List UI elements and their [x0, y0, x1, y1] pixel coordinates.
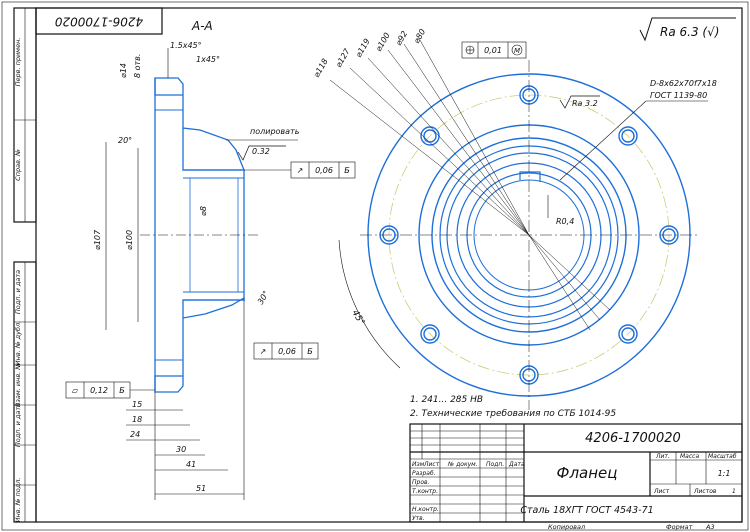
- svg-text:Масштаб: Масштаб: [708, 453, 737, 460]
- side-label-5: Взам. инв. №: [14, 363, 22, 407]
- dim-d8: ⌀8: [199, 206, 208, 216]
- svg-text:⌀119: ⌀119: [354, 37, 372, 59]
- svg-text:18: 18: [132, 415, 142, 424]
- svg-text:⌀92: ⌀92: [394, 30, 409, 47]
- dim-chamfer2: 1x45°: [196, 55, 220, 64]
- svg-text:Разраб.: Разраб.: [412, 470, 436, 477]
- ra32: Ra 3.2: [572, 99, 598, 108]
- svg-text:0,06: 0,06: [278, 347, 296, 356]
- svg-text:Т.контр.: Т.контр.: [412, 488, 438, 495]
- side-label-2: Справ. №: [14, 149, 22, 181]
- svg-text:Б: Б: [119, 386, 125, 395]
- spline-std: ГОСТ 1139-80: [650, 91, 707, 100]
- note-2: 2. Технические требования по СТБ 1014-95: [410, 409, 616, 419]
- svg-text:⌀118: ⌀118: [312, 57, 330, 79]
- note-1: 1. 241... 285 HB: [410, 395, 483, 405]
- svg-text:↗: ↗: [260, 347, 267, 356]
- r04: R0,4: [556, 217, 574, 226]
- dim-angle20: 20°: [118, 136, 132, 145]
- svg-text:Б: Б: [344, 166, 350, 175]
- svg-text:0,12: 0,12: [90, 386, 108, 395]
- svg-text:Дата: Дата: [508, 461, 525, 468]
- svg-text:Подп.: Подп.: [486, 461, 504, 468]
- svg-text:⌀80: ⌀80: [412, 28, 427, 45]
- position-tolerance: 0,01 M: [461, 41, 527, 59]
- svg-text:Пров.: Пров.: [412, 479, 430, 486]
- side-label-1: Перв. примен.: [14, 38, 22, 87]
- side-label-4: Инв. № дубл.: [14, 321, 22, 365]
- polish-note: полировать: [250, 127, 300, 136]
- side-label-3: Подп. и дата: [14, 270, 22, 314]
- svg-text:Утв.: Утв.: [412, 515, 425, 522]
- angle45: 45°: [349, 309, 366, 328]
- svg-text:24: 24: [130, 430, 140, 439]
- svg-text:41: 41: [186, 460, 196, 469]
- dim-angle30: 30°: [256, 289, 271, 306]
- svg-text:Н.контр.: Н.контр.: [412, 506, 439, 513]
- material: Сталь 18ХГТ ГОСТ 4543-71: [520, 505, 653, 516]
- roughness-general-text: Ra 6.3 (√): [660, 25, 719, 39]
- title-code: 4206-1700020: [585, 431, 681, 446]
- title-block: Изм Лист № докум. Подп. Дата Разраб. Про…: [409, 423, 743, 523]
- svg-text:▱: ▱: [72, 386, 79, 395]
- roughness-general: Ra 6.3 (√): [639, 17, 736, 42]
- side-label-6: Подп. и дата: [14, 403, 22, 447]
- svg-text:Лист: Лист: [423, 461, 440, 468]
- dim-hole: ⌀14: [119, 63, 128, 78]
- left-dimensions: 1.5x45° 1x45° ⌀14 8 отв. 20° ⌀107 ⌀100 ⌀…: [65, 41, 356, 500]
- dim-chamfer1: 1.5x45°: [170, 41, 202, 50]
- svg-text:Изм: Изм: [412, 461, 425, 468]
- footer-copied: Копировал: [548, 523, 585, 531]
- svg-text:0,06: 0,06: [315, 166, 333, 175]
- footer-format-val: А3: [705, 523, 715, 531]
- dim-holes-count: 8 отв.: [133, 54, 142, 78]
- svg-text:51: 51: [196, 484, 206, 493]
- dim-d107: ⌀107: [93, 229, 102, 250]
- dim-d100: ⌀100: [125, 230, 134, 250]
- tol-frame-2: ↗ 0,06 Б: [253, 342, 319, 360]
- side-label-7: Инв. № подл.: [14, 478, 22, 523]
- front-view: ⌀118 ⌀127 ⌀119 ⌀100 ⌀92 ⌀80 0,01 M D-8x6…: [312, 28, 717, 410]
- svg-text:Масса: Масса: [680, 453, 699, 460]
- side-strip: Перв. примен. Справ. № Подп. и дата Инв.…: [13, 7, 37, 523]
- tol-frame-3: ▱ 0,12 Б: [65, 381, 155, 399]
- svg-text:Лист: Лист: [653, 488, 670, 495]
- svg-text:M: M: [514, 47, 520, 55]
- svg-text:№ докум.: № докум.: [447, 461, 478, 468]
- svg-text:15: 15: [132, 400, 142, 409]
- svg-text:0,01: 0,01: [484, 46, 502, 55]
- footer-format: Формат: [666, 523, 693, 531]
- tol-frame-1: ↗ 0,06 Б: [244, 161, 356, 179]
- section-label: А-А: [191, 19, 213, 33]
- svg-text:1: 1: [732, 488, 736, 495]
- svg-text:Лит.: Лит.: [655, 453, 670, 460]
- svg-text:30: 30: [176, 445, 186, 454]
- svg-text:1:1: 1:1: [718, 469, 731, 478]
- svg-text:⌀100: ⌀100: [374, 31, 392, 53]
- section-view: [140, 77, 260, 393]
- part-name: Фланец: [557, 464, 618, 482]
- code-top: 4206-1700020: [54, 15, 143, 29]
- svg-text:⌀127: ⌀127: [334, 46, 352, 69]
- svg-text:Листов: Листов: [693, 488, 717, 495]
- ra032-value: 0.32: [252, 147, 270, 156]
- svg-text:↗: ↗: [297, 166, 304, 175]
- svg-text:Б: Б: [307, 347, 313, 356]
- spline-spec: D-8x62x70f7x18: [650, 79, 717, 88]
